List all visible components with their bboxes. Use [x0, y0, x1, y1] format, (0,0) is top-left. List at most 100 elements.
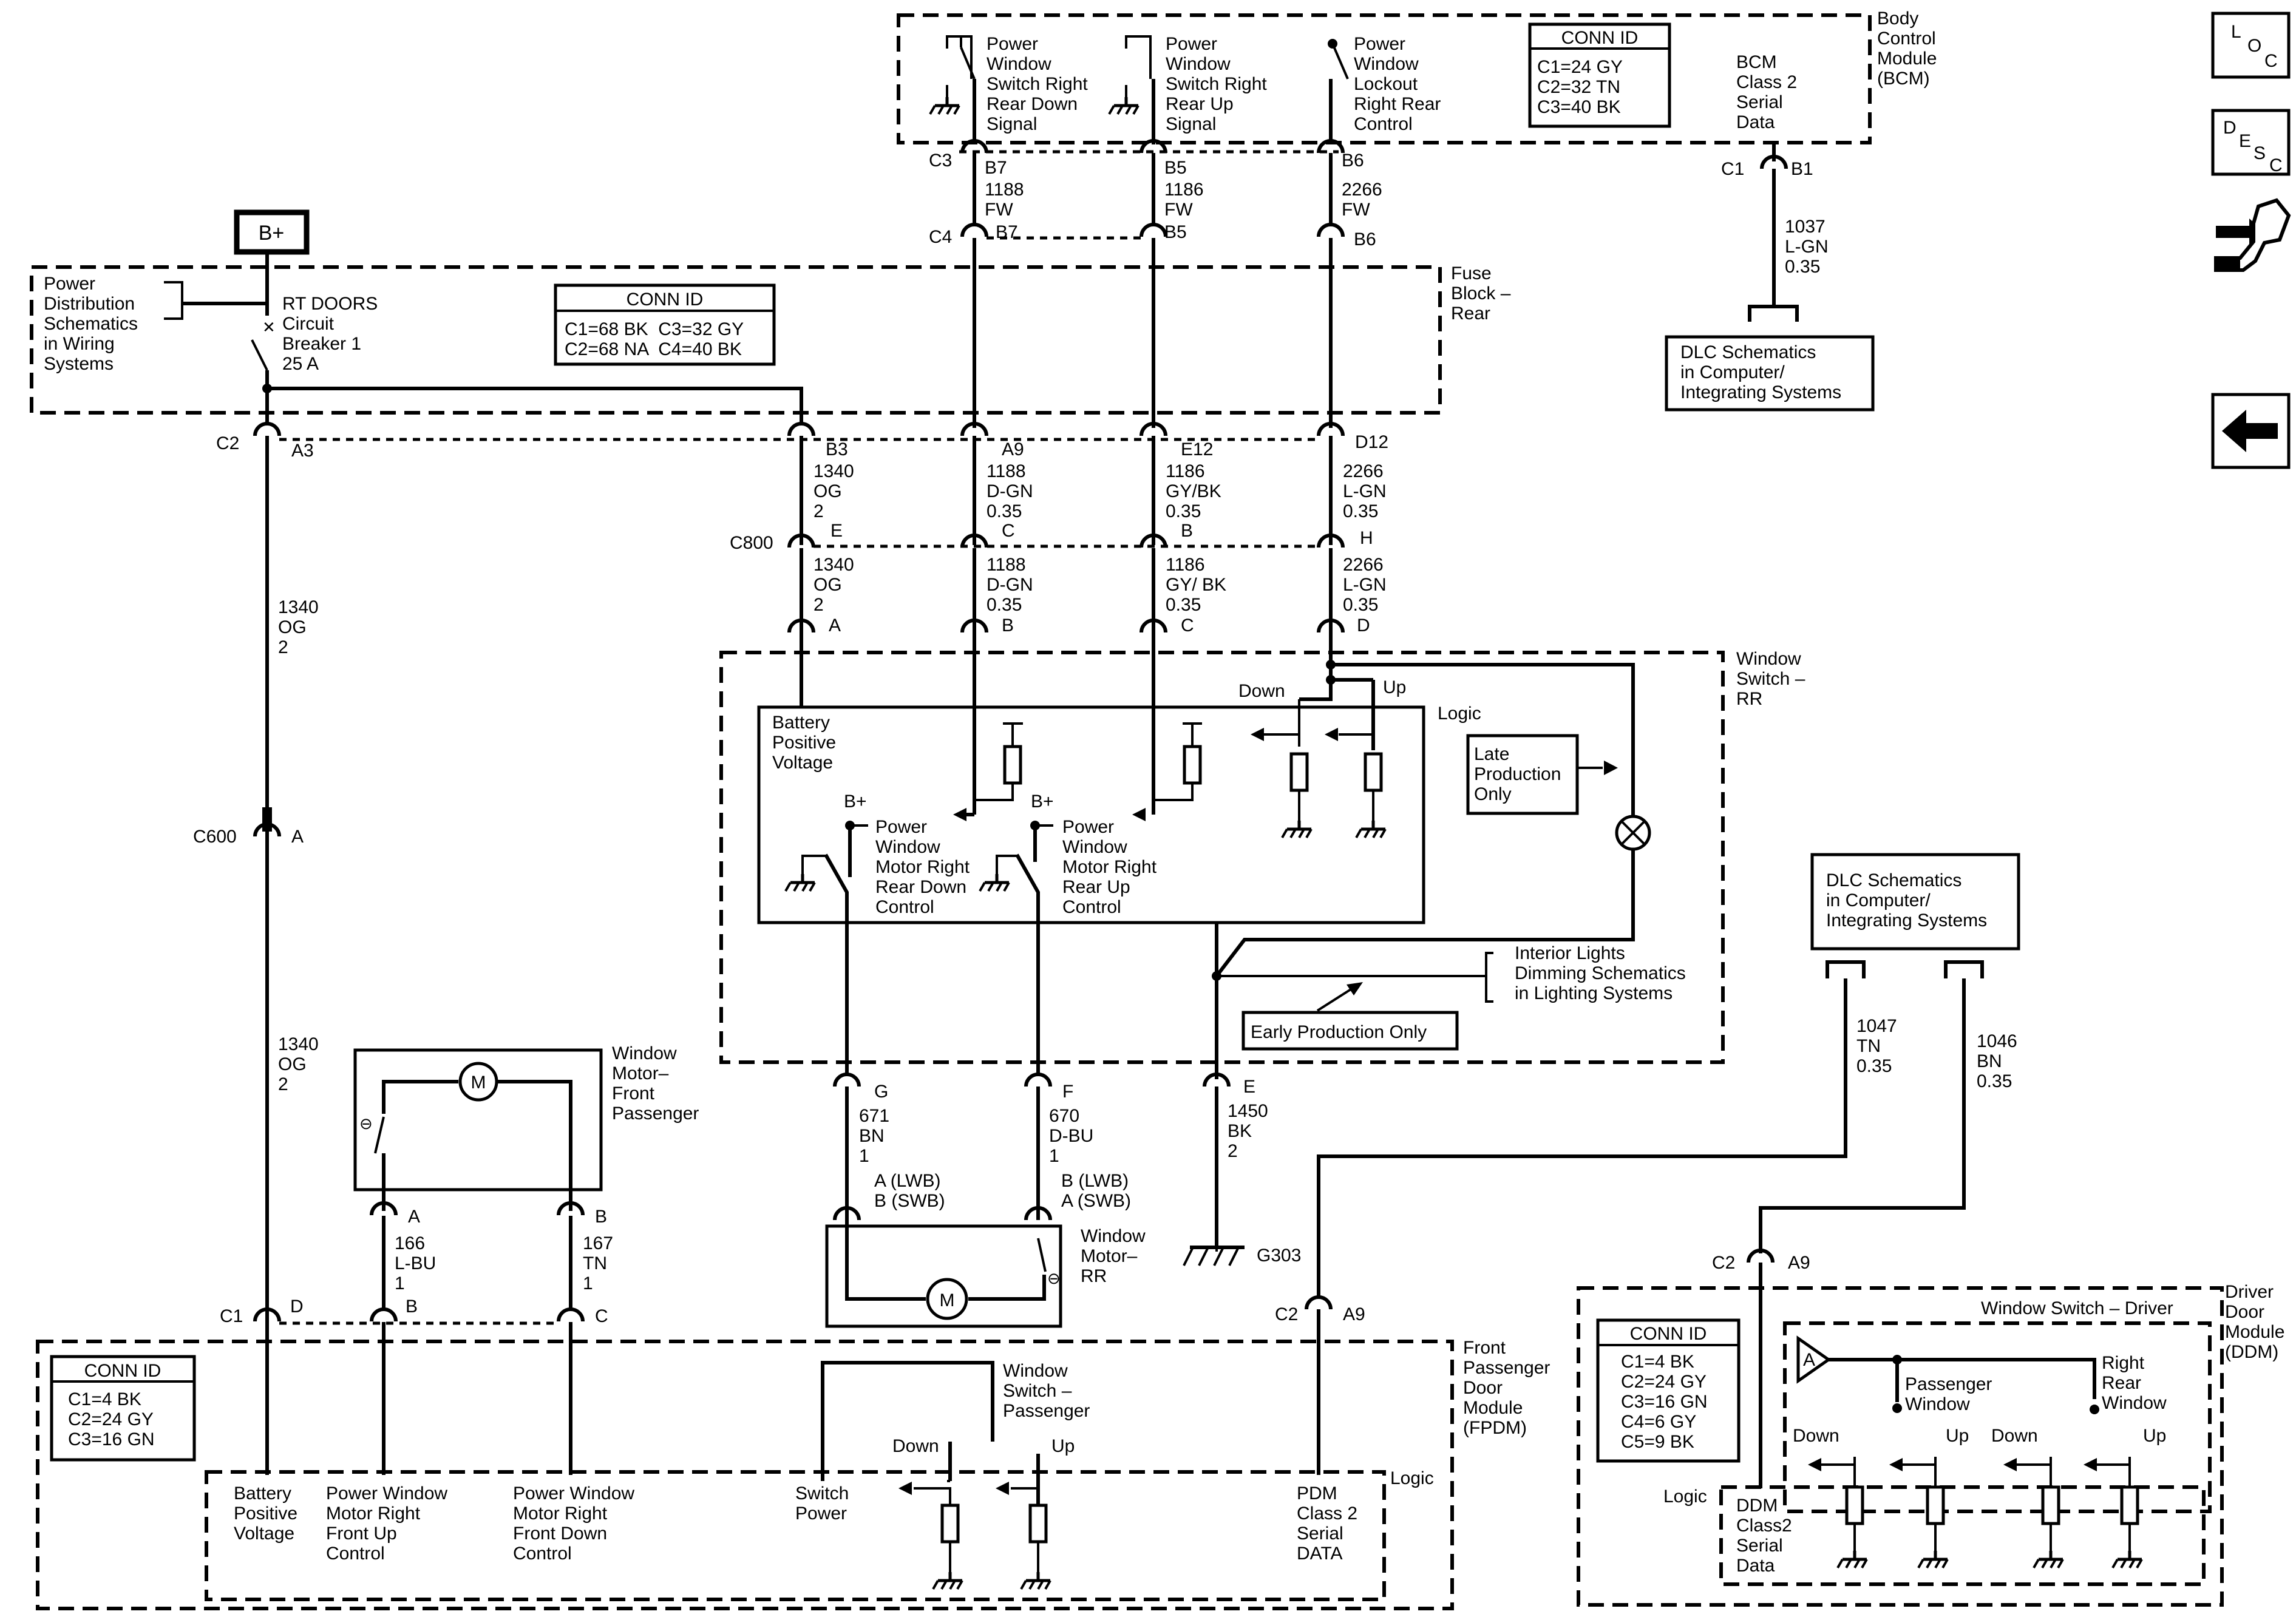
svg-text:C4: C4 [929, 227, 952, 247]
svg-text:A9: A9 [1002, 439, 1024, 459]
ddm-conn-id: CONN ID C1=4 BK C2=24 GY C3=16 GN C4=6 G… [1596, 1318, 1741, 1463]
svg-text:D: D [2223, 118, 2237, 138]
svg-text:M: M [940, 1290, 955, 1310]
svg-text:C2=68 NA C4=40 BK: C2=68 NA C4=40 BK [565, 339, 742, 359]
svg-text:CONN ID: CONN ID [1561, 28, 1639, 48]
ddm-outline [1577, 1286, 2224, 1607]
svg-text:Logic: Logic [1390, 1468, 1434, 1488]
bcm-switch-2 [1109, 35, 1155, 144]
svg-text:C800: C800 [730, 533, 773, 553]
bcm-outline [897, 13, 1872, 144]
g303-ground [1183, 1246, 1245, 1266]
tools-icon [2214, 198, 2291, 272]
early-production-box: Early Production Only [1241, 1011, 1459, 1051]
wsd-outline [1783, 1321, 2212, 1513]
svg-text:C2: C2 [1275, 1304, 1298, 1324]
svg-text:D: D [1357, 615, 1370, 636]
svg-text:Logic: Logic [1438, 703, 1481, 724]
motor-fp-outline [353, 1048, 603, 1192]
svg-text:E: E [830, 521, 843, 541]
back-button[interactable] [2211, 393, 2291, 469]
tools-button[interactable] [2209, 198, 2291, 272]
svg-text:B6: B6 [1342, 151, 1364, 171]
fpdm-logic-outline [205, 1470, 1386, 1601]
back-arrow-icon [2222, 410, 2278, 452]
svg-text:B5: B5 [1164, 222, 1187, 242]
fuse-block-outline [30, 265, 1442, 415]
svg-text:G303: G303 [1257, 1246, 1301, 1266]
svg-text:Down: Down [1991, 1426, 2038, 1446]
svg-text:B+: B+ [844, 792, 867, 812]
fuse-conn-id: CONN ID C1=68 BK C3=32 GY C2=68 NA C4=40… [554, 283, 776, 366]
svg-text:A9: A9 [1788, 1253, 1810, 1273]
svg-text:Logic: Logic [1663, 1486, 1707, 1507]
svg-text:CONN ID: CONN ID [627, 290, 704, 310]
svg-text:C3=16 GN: C3=16 GN [1621, 1392, 1708, 1412]
svg-text:⊖: ⊖ [359, 1114, 373, 1133]
svg-text:C2=24 GY: C2=24 GY [1621, 1372, 1707, 1392]
loc-icon [2211, 12, 2291, 79]
svg-text:A: A [1803, 1350, 1815, 1370]
svg-text:C1=24 GY: C1=24 GY [1537, 57, 1623, 77]
svg-text:B (LWB)A (SWB): B (LWB)A (SWB) [1061, 1171, 1131, 1211]
svg-text:Down: Down [1793, 1426, 1839, 1446]
svg-text:E: E [1243, 1077, 1255, 1097]
svg-text:B5: B5 [1164, 158, 1187, 178]
svg-text:A (LWB)B (SWB): A (LWB)B (SWB) [874, 1171, 945, 1211]
amp-symbol [1796, 1335, 1832, 1384]
svg-text:C1=4 BK: C1=4 BK [68, 1389, 141, 1409]
svg-text:Up: Up [1946, 1426, 1969, 1446]
svg-text:C600: C600 [193, 827, 237, 847]
loc-button[interactable]: L O C [2211, 12, 2291, 79]
svg-text:E12: E12 [1181, 439, 1213, 459]
svg-text:Early Production Only: Early Production Only [1251, 1022, 1427, 1042]
circuit-breaker: ✕ [251, 318, 276, 425]
desc-icon [2211, 109, 2291, 176]
svg-text:G: G [874, 1082, 888, 1102]
svg-text:C2: C2 [1712, 1253, 1735, 1273]
svg-text:C2=32 TN: C2=32 TN [1537, 77, 1620, 97]
bcm-switch-3 [1328, 39, 1349, 144]
svg-text:A: A [829, 615, 841, 636]
svg-text:C1=68 BK C3=32 GY: C1=68 BK C3=32 GY [565, 319, 744, 339]
svg-text:Up: Up [1383, 677, 1406, 697]
svg-text:C5=9 BK: C5=9 BK [1621, 1432, 1694, 1452]
svg-text:B: B [1181, 521, 1193, 541]
svg-text:B+: B+ [259, 222, 285, 245]
svg-text:A9: A9 [1343, 1304, 1365, 1324]
bcm-switch-1 [930, 35, 976, 144]
svg-text:C: C [1181, 615, 1194, 636]
svg-text:Down: Down [892, 1436, 939, 1456]
svg-text:A: A [291, 827, 304, 847]
motor-rr-outline [825, 1224, 1062, 1328]
desc-button[interactable]: D E S C [2211, 109, 2291, 176]
fpdm-outline [36, 1340, 1454, 1610]
